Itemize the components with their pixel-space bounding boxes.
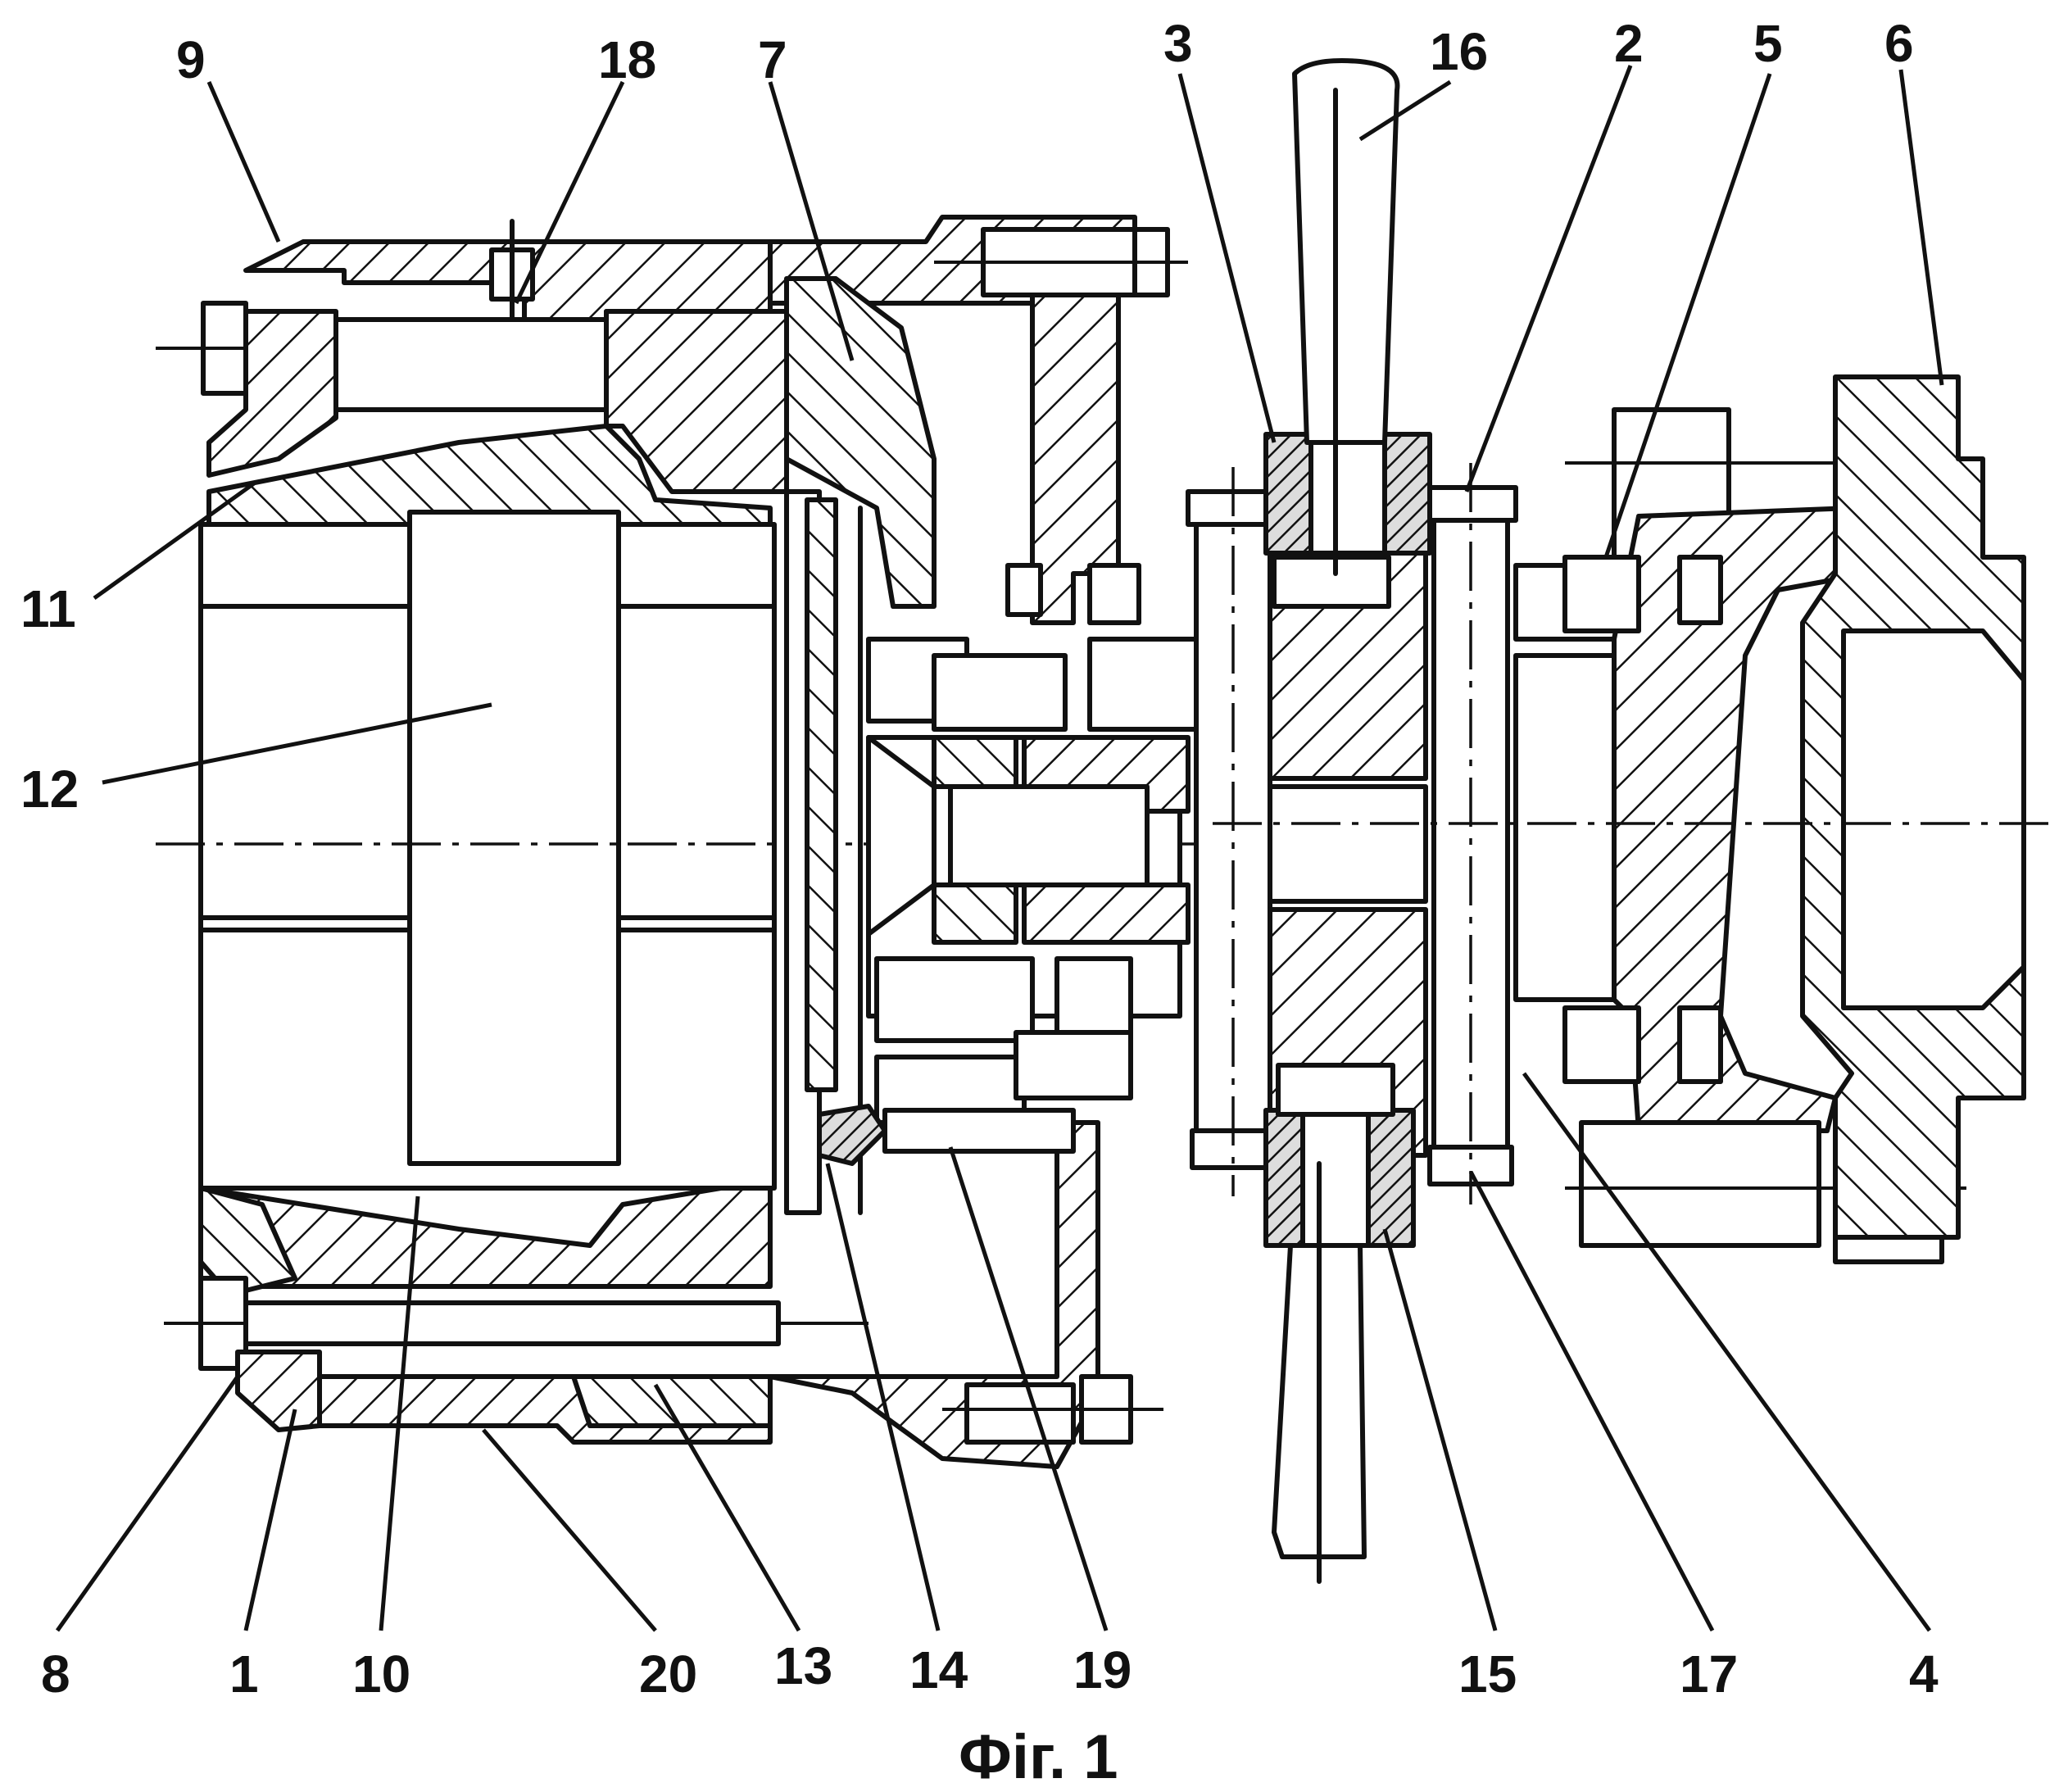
cylinder-12 bbox=[156, 510, 1213, 1191]
label-20: 20 bbox=[639, 1645, 697, 1704]
leader-16 bbox=[1358, 79, 1452, 142]
label-7: 7 bbox=[758, 30, 787, 89]
leader-8 bbox=[55, 1375, 240, 1632]
leader-1 bbox=[243, 1409, 297, 1631]
label-8: 8 bbox=[41, 1645, 70, 1704]
leader-20 bbox=[482, 1428, 657, 1632]
leader-4 bbox=[1522, 1072, 1932, 1632]
leader-17 bbox=[1468, 1170, 1715, 1632]
plate-vertical bbox=[784, 489, 863, 1215]
label-1: 1 bbox=[229, 1645, 259, 1704]
label-15: 15 bbox=[1458, 1645, 1517, 1704]
label-6: 6 bbox=[1884, 14, 1914, 73]
label-4: 4 bbox=[1909, 1645, 1939, 1704]
hub-3 bbox=[1263, 432, 1432, 1248]
label-10: 10 bbox=[352, 1645, 410, 1704]
label-5: 5 bbox=[1753, 14, 1783, 73]
leader-7 bbox=[768, 81, 855, 361]
figure-caption: Фіг. 1 bbox=[959, 1722, 1118, 1792]
housing-lower bbox=[164, 1120, 1163, 1469]
leader-15 bbox=[1382, 1228, 1498, 1631]
leader-11 bbox=[93, 481, 256, 601]
leader-5 bbox=[1603, 73, 1772, 558]
label-19: 19 bbox=[1073, 1640, 1132, 1699]
leader-lines bbox=[55, 65, 1944, 1632]
part-labels: 9 18 7 3 16 2 5 6 11 12 8 1 10 20 13 14 … bbox=[20, 14, 1939, 1704]
handle-16-bottom bbox=[1272, 1161, 1367, 1584]
middle-assembly bbox=[817, 563, 1199, 1166]
housing-upper bbox=[156, 215, 1188, 625]
label-13: 13 bbox=[774, 1636, 832, 1695]
leader-6 bbox=[1898, 69, 1944, 386]
label-18: 18 bbox=[598, 30, 656, 89]
label-17: 17 bbox=[1680, 1645, 1738, 1704]
label-9: 9 bbox=[176, 30, 206, 89]
leader-2 bbox=[1464, 65, 1633, 492]
leader-9 bbox=[206, 81, 281, 243]
leader-13 bbox=[653, 1383, 801, 1632]
leader-19 bbox=[948, 1146, 1109, 1631]
leader-18 bbox=[514, 80, 625, 305]
leader-10 bbox=[379, 1195, 420, 1631]
label-2: 2 bbox=[1614, 14, 1644, 73]
label-16: 16 bbox=[1430, 22, 1488, 81]
leader-14 bbox=[825, 1163, 941, 1631]
handle-16-top bbox=[1292, 58, 1400, 576]
label-14: 14 bbox=[909, 1640, 968, 1699]
label-12: 12 bbox=[20, 760, 79, 819]
label-11: 11 bbox=[20, 579, 76, 638]
leader-12 bbox=[102, 702, 492, 785]
label-3: 3 bbox=[1163, 14, 1193, 73]
tie-bolts bbox=[1186, 463, 1518, 1204]
right-flange bbox=[1213, 374, 2048, 1264]
leader-3 bbox=[1177, 73, 1277, 443]
